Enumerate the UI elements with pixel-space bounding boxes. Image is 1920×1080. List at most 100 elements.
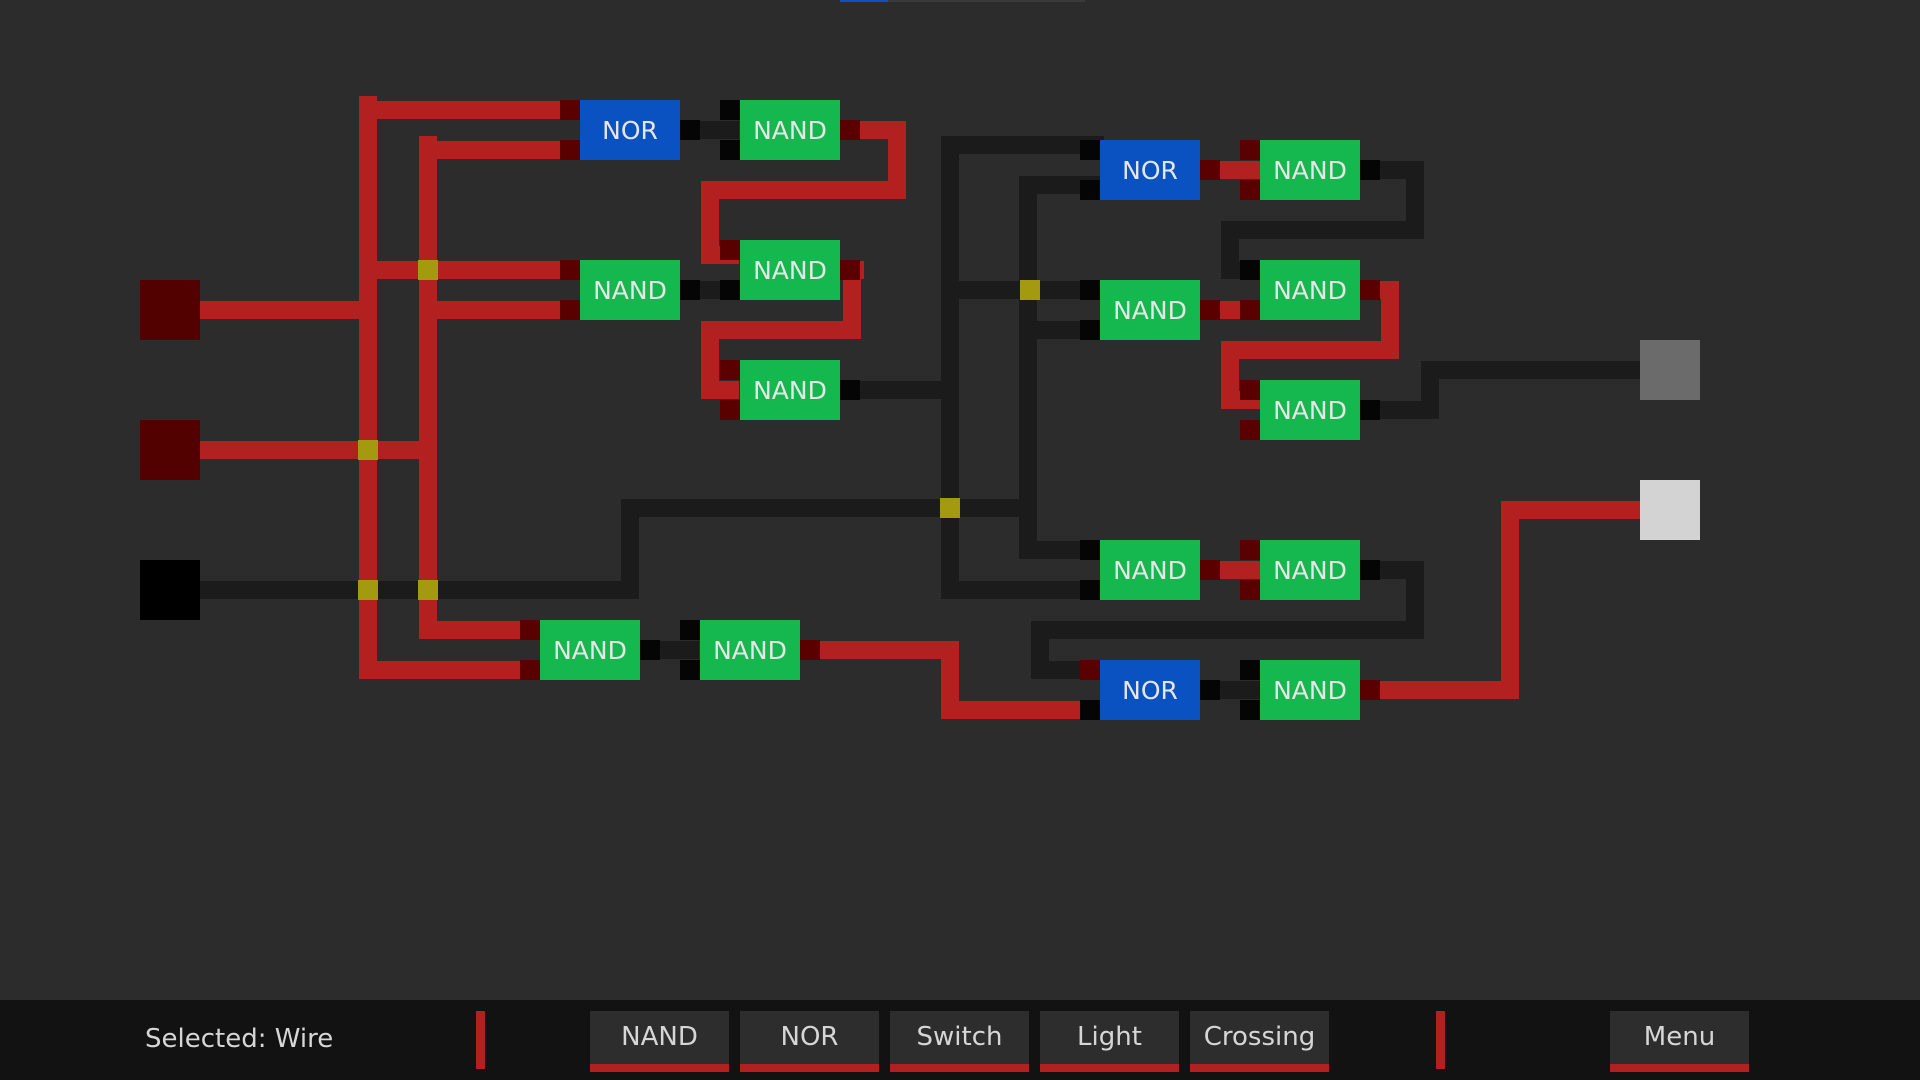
wire-28	[1031, 561, 1424, 639]
circuit-board[interactable]: NOR NAND NAND NAND NAND NAND NAND NOR NAND NAND NA…	[0, 0, 1920, 1000]
tool-switch-button[interactable]: Switch	[890, 1011, 1029, 1072]
tool-nand-button[interactable]: NAND	[590, 1011, 729, 1072]
gate-15-output-pin	[1200, 680, 1220, 700]
gate-nor-15	[1100, 660, 1200, 720]
wire-33	[1221, 161, 1424, 279]
gate-3-input-pin-b	[560, 300, 580, 320]
gate-1-input-pin-a	[560, 100, 580, 120]
gate-2-input-pin-a	[720, 100, 740, 120]
gate-8-label: NOR	[1122, 156, 1178, 185]
gate-3-output-pin	[680, 280, 700, 300]
gate-2-input-pin-b	[720, 140, 740, 160]
gate-10-input-pin-a	[1080, 280, 1100, 300]
gate-14-label: NAND	[1273, 556, 1347, 585]
gate-nand-11	[1260, 260, 1360, 320]
gate-15-input-pin-a	[1080, 660, 1100, 680]
gate-10-output-pin	[1200, 300, 1220, 320]
gate-13-input-pin-a	[1080, 540, 1100, 560]
input-switch-3	[140, 560, 200, 620]
gate-14-input-pin-a	[1240, 540, 1260, 560]
gate-2-output-pin	[840, 120, 860, 140]
wire-13	[359, 499, 959, 599]
junction-6	[1020, 280, 1040, 300]
gate-nand-6	[540, 620, 640, 680]
top-edge-bar-accent	[840, 0, 888, 2]
gate-nand-5	[740, 360, 840, 420]
circuit-canvas[interactable]: NOR NAND NAND NAND NAND NAND NAND NOR NAND NAND NA…	[0, 0, 1920, 1000]
gate-16-output-pin	[1360, 680, 1380, 700]
input-switch-1	[140, 280, 200, 340]
gate-9-input-pin-a	[1240, 140, 1260, 160]
gate-3-input-pin-a	[560, 260, 580, 280]
gate-12-label: NAND	[1273, 396, 1347, 425]
gate-6-output-pin	[640, 640, 660, 660]
gate-4-input-pin-a	[720, 240, 740, 260]
gate-13-input-pin-b	[1080, 580, 1100, 600]
gate-2-label: NAND	[753, 116, 827, 145]
wire-36	[1351, 501, 1649, 699]
gate-6-input-pin-a	[520, 620, 540, 640]
menu-button[interactable]: Menu	[1610, 1011, 1749, 1072]
gate-nand-4	[740, 240, 840, 300]
wire-25	[1019, 176, 1104, 559]
gate-11-label: NAND	[1273, 276, 1347, 305]
gate-4-output-pin	[840, 260, 860, 280]
tool-nor-button[interactable]: NOR	[740, 1011, 879, 1072]
wire-35	[1351, 361, 1649, 419]
gate-nand-2	[740, 100, 840, 160]
wire-29	[1031, 621, 1104, 679]
gate-nand-14	[1260, 540, 1360, 600]
gate-1-output-pin	[680, 120, 700, 140]
junction-1	[418, 260, 438, 280]
gate-11-input-pin-a	[1240, 260, 1260, 280]
gate-nand-3	[580, 260, 680, 320]
gate-nand-9	[1260, 140, 1360, 200]
gate-4-label: NAND	[753, 256, 827, 285]
gate-9-label: NAND	[1273, 156, 1347, 185]
wire-17	[701, 121, 906, 264]
gate-nand-16	[1260, 660, 1360, 720]
gate-12-input-pin-a	[1240, 380, 1260, 400]
gate-nor-8	[1100, 140, 1200, 200]
selected-tool-label: Selected: Wire	[145, 1024, 334, 1054]
gate-3-label: NAND	[593, 276, 667, 305]
gate-12-output-pin	[1360, 400, 1380, 420]
gate-13-output-pin	[1200, 560, 1220, 580]
input-switch-2	[140, 420, 200, 480]
tool-crossing-button[interactable]: Crossing	[1190, 1011, 1329, 1072]
gate-9-input-pin-b	[1240, 180, 1260, 200]
gate-6-label: NAND	[553, 636, 627, 665]
gate-16-input-pin-b	[1240, 700, 1260, 720]
junction-3	[358, 580, 378, 600]
junction-5	[940, 498, 960, 518]
gate-11-output-pin	[1360, 280, 1380, 300]
gate-12-input-pin-b	[1240, 420, 1260, 440]
gate-nand-7	[700, 620, 800, 680]
gate-1-input-pin-b	[560, 140, 580, 160]
top-edge-bar	[840, 0, 1085, 2]
gate-8-output-pin	[1200, 160, 1220, 180]
toolbar-separator-right	[1436, 1011, 1445, 1069]
tool-light-button[interactable]: Light	[1040, 1011, 1179, 1072]
output-light-2	[1640, 480, 1700, 540]
output-light-1	[1640, 340, 1700, 400]
gate-4-input-pin-b	[720, 280, 740, 300]
gate-7-input-pin-b	[680, 660, 700, 680]
gate-5-input-pin-a	[720, 360, 740, 380]
gate-16-label: NAND	[1273, 676, 1347, 705]
gate-16-input-pin-a	[1240, 660, 1260, 680]
gate-10-input-pin-b	[1080, 320, 1100, 340]
gate-nand-12	[1260, 380, 1360, 440]
gate-15-input-pin-b	[1080, 700, 1100, 720]
gate-nand-10	[1100, 280, 1200, 340]
gate-14-input-pin-b	[1240, 580, 1260, 600]
gate-15-label: NOR	[1122, 676, 1178, 705]
gate-14-output-pin	[1360, 560, 1380, 580]
gate-10-label: NAND	[1113, 296, 1187, 325]
gate-7-label: NAND	[713, 636, 787, 665]
wire-27	[791, 641, 1104, 719]
gate-nor-1	[580, 100, 680, 160]
gate-8-input-pin-b	[1080, 180, 1100, 200]
gate-1-label: NOR	[602, 116, 658, 145]
gate-7-input-pin-a	[680, 620, 700, 640]
